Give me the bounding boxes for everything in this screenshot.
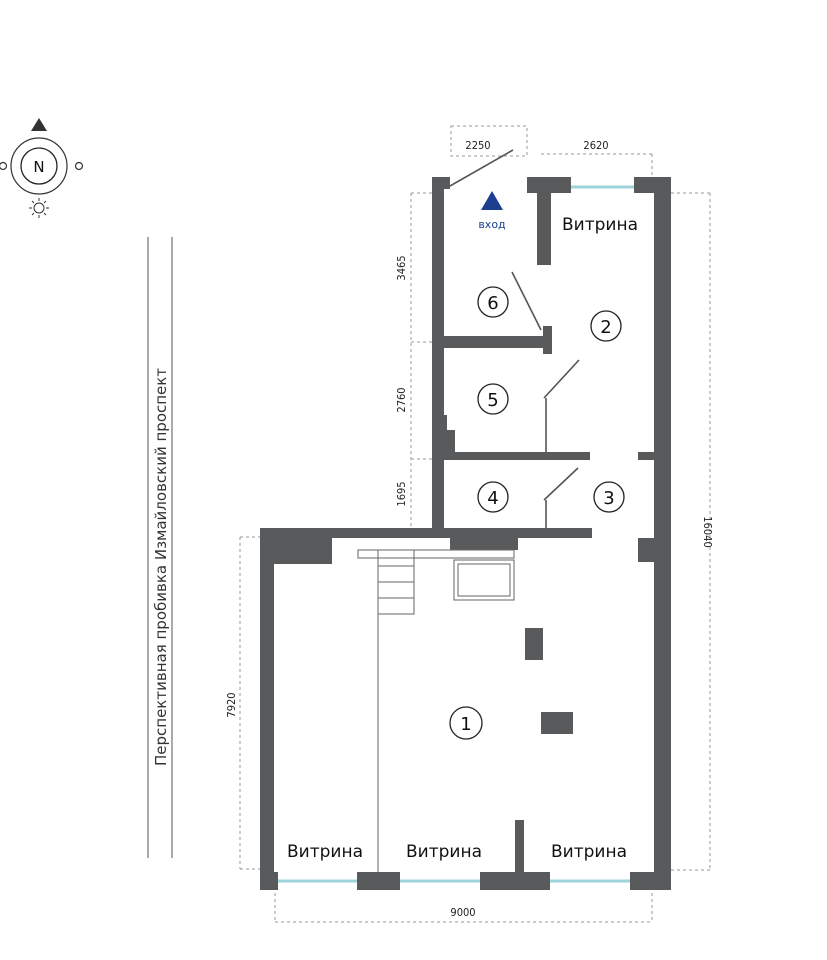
room-5: 5 [487,390,498,411]
entrance-marker: вход [478,191,506,231]
showcase-label-top: Витрина [562,215,638,235]
showcase-labels: Витрина Витрина Витрина Витрина [287,215,638,862]
compass-west-dot [0,161,8,171]
glazing [278,185,634,883]
walls [260,177,671,890]
dim-side-lower: 1695 [395,481,408,506]
dim-right-total: 16040 [701,516,714,547]
entrance-arrow-icon [481,191,503,210]
doors [449,149,580,528]
dimension-lines [239,125,711,923]
room-2: 2 [600,317,611,338]
room-4: 4 [487,488,498,509]
compass: N [0,118,84,218]
compass-ring [10,137,68,195]
north-arrow-icon [31,118,47,131]
room-6: 6 [487,293,498,314]
showcase-label-center: Витрина [406,842,482,862]
compass-north-label: N [33,158,44,176]
compass-east-dot [74,161,84,171]
dimension-labels: 2250 2620 3465 2760 1695 16040 7920 9000 [225,139,714,919]
street-band: Перспективная пробивка Измайловский прос… [147,237,173,858]
dim-top-right: 2620 [583,139,608,152]
entrance-label: вход [478,218,506,231]
dim-side-upper: 3465 [395,255,408,280]
dim-left-lower: 7920 [225,692,238,717]
showcase-label-left: Витрина [287,842,363,862]
room-1: 1 [460,714,471,735]
dim-bottom: 9000 [450,906,475,919]
dim-top-left: 2250 [465,139,490,152]
showcase-label-right: Витрина [551,842,627,862]
sun-icon [29,198,49,218]
compass-inner [20,147,58,185]
street-label: Перспективная пробивка Измайловский прос… [152,368,170,766]
room-numbers: 1 2 3 4 5 6 [449,286,625,740]
room-3: 3 [603,488,614,509]
hall-fixtures [357,549,515,872]
dim-side-middle: 2760 [395,387,408,412]
